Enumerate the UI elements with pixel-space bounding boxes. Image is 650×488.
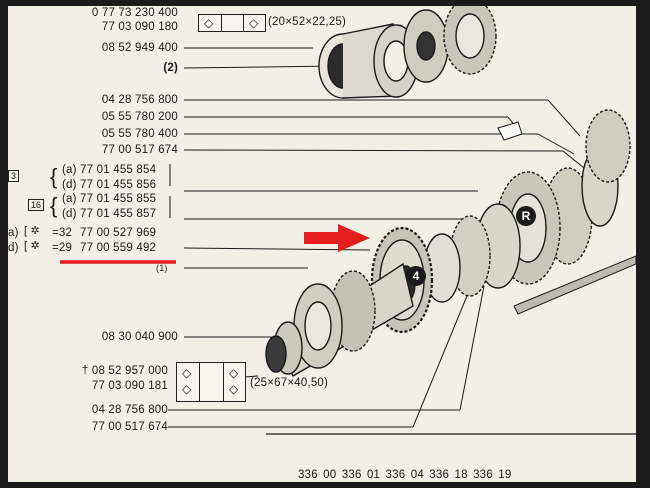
ref-492: 77 00 559 492	[80, 242, 157, 254]
selector-rod	[513, 255, 636, 315]
leader-line	[183, 65, 337, 69]
ref-949: 08 52 949 400	[101, 42, 178, 54]
diamond-icon: ◇	[249, 16, 259, 30]
seal-symbol-box-top: ◇ ◇	[198, 14, 266, 32]
diamond-icon: ◇	[182, 382, 192, 396]
badge-r: R	[516, 206, 536, 226]
parts-catalog-page: R 4 0 77 73 230 400 77 03 090 180 ◇ ◇ (2…	[8, 6, 636, 482]
diamond-icon: ◇	[229, 366, 239, 380]
bracket-mark: [ ✲	[24, 240, 40, 252]
marker-1: (1)	[156, 263, 168, 273]
seal-size-top: (20×52×22,25)	[268, 16, 347, 28]
ref-200: 05 55 780 200	[101, 111, 178, 123]
output-shaft	[265, 262, 414, 377]
exploded-gearbox-drawing	[60, 6, 636, 435]
key-part	[497, 121, 523, 141]
main-gear-cluster	[423, 109, 631, 303]
top-bearing-assembly	[318, 6, 497, 99]
ref-top-partial: 0 77 73 230 400	[91, 7, 178, 19]
bracket-mark: [ ✲	[24, 225, 40, 237]
red-arrow-icon	[304, 224, 370, 252]
teeth-29: =29	[52, 242, 73, 254]
ref-top-2: 77 03 090 180	[101, 21, 178, 33]
ref-855: (a) 77 01 455 855	[62, 193, 157, 205]
badge-4: 4	[406, 266, 426, 286]
ref-856: (d) 77 01 455 856	[62, 179, 157, 191]
ref-400: 05 55 780 400	[101, 128, 178, 140]
brace-left: {	[50, 193, 58, 218]
ref-674: 77 00 517 674	[101, 144, 178, 156]
brace-left: {	[50, 164, 58, 189]
seal-symbol-box-bottom: ◇ ◇ ◇ ◇	[176, 362, 246, 402]
ref-800-b: 04 28 756 800	[91, 404, 168, 416]
ref-674-b: 77 00 517 674	[91, 421, 168, 433]
tag-16: 16	[28, 199, 45, 211]
tag-3: 3	[8, 170, 20, 182]
bottom-reference-row: 336 00 336 01 336 04 336 18 336 19	[298, 469, 512, 481]
teeth-32: =32	[52, 227, 73, 239]
ref-854: (a) 77 01 455 854	[62, 164, 157, 176]
prefix-a: a)	[8, 227, 19, 239]
diamond-icon: ◇	[204, 16, 214, 30]
ref-857: (d) 77 01 455 857	[62, 208, 157, 220]
diamond-icon: ◇	[229, 382, 239, 396]
ref-969: 77 00 527 969	[80, 227, 157, 239]
ref-181: 77 03 090 181	[91, 380, 168, 392]
diamond-icon: ◇	[182, 366, 192, 380]
ref-000: † 08 52 957 000	[81, 365, 168, 377]
ref-900: 08 30 040 900	[101, 331, 178, 343]
seal-size-bottom: (25×67×40,50)	[250, 377, 329, 389]
ref-800: 04 28 756 800	[101, 94, 178, 106]
prefix-d: d)	[8, 242, 19, 254]
marker-2: (2)	[163, 62, 178, 74]
